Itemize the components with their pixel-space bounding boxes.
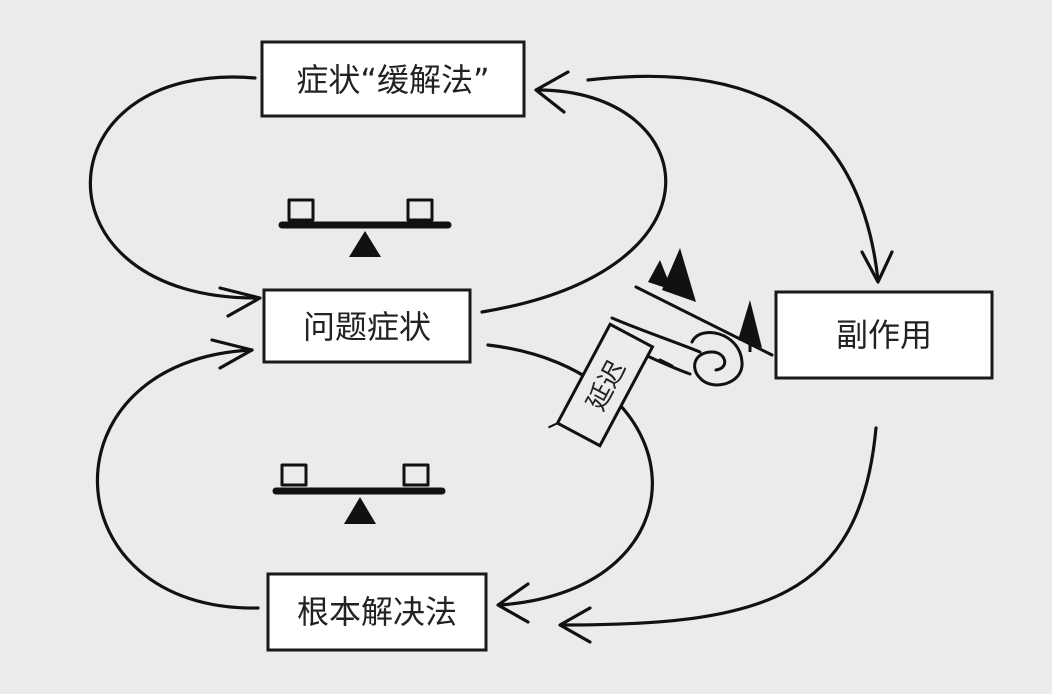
node-side-effect: 副作用	[774, 290, 994, 380]
node-side-effect-label: 副作用	[836, 316, 932, 354]
arrow-symptom-to-solution-delayed	[486, 343, 654, 624]
node-symptomatic-fix: 症状“缓解法”	[260, 40, 526, 118]
node-fundamental-solution: 根本解决法	[266, 572, 488, 652]
arrow-solution-to-symptom	[95, 338, 260, 610]
node-problem-symptom-label: 问题症状	[303, 308, 431, 346]
node-problem-symptom: 问题症状	[262, 288, 472, 364]
arrow-fix-to-side-effect	[586, 74, 894, 284]
node-fundamental-solution-label: 根本解决法	[297, 593, 457, 631]
arrow-side-effect-to-solution	[558, 426, 878, 644]
balance-icon-top	[278, 198, 452, 257]
delay-sign: 延迟	[548, 322, 655, 448]
arrow-fix-to-symptom	[88, 75, 262, 318]
node-symptomatic-fix-label: 症状“缓解法”	[296, 61, 489, 99]
balance-icon-bottom	[272, 463, 446, 524]
arrow-symptom-to-fix	[480, 70, 668, 314]
